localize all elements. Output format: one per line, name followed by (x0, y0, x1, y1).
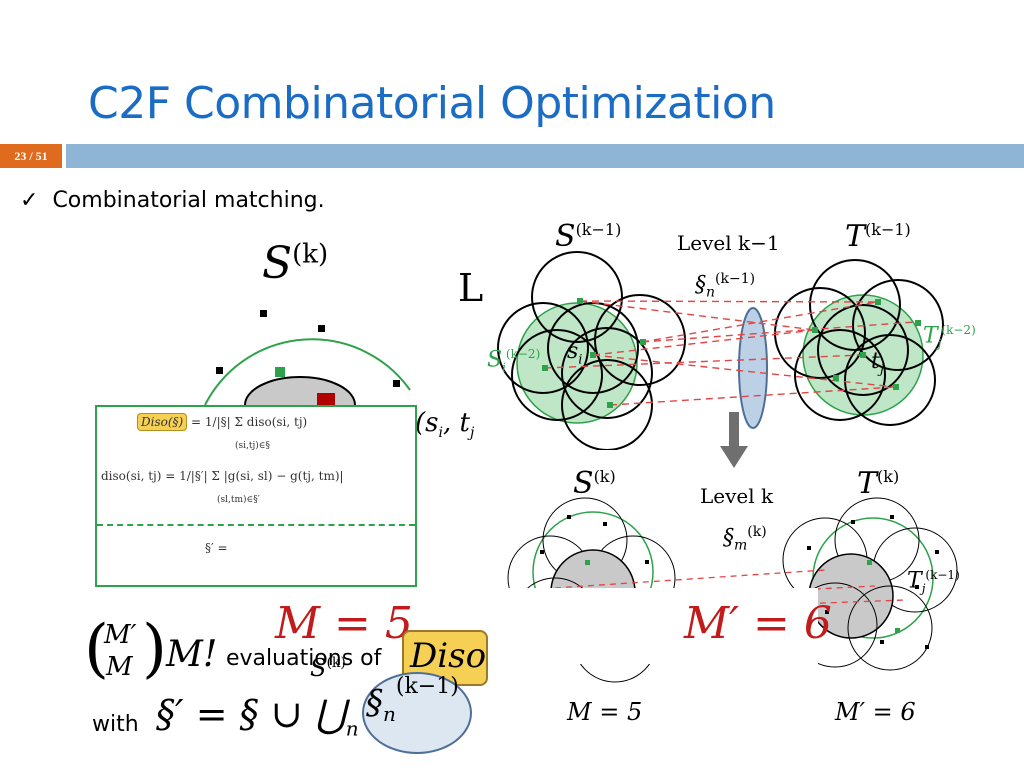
s-km2-label: Si(k−2) (487, 347, 541, 375)
t-km2-label: Tj(k−2) (923, 323, 976, 351)
t-km1-label: T(k−1) (845, 219, 911, 254)
mprime-equals-6-big: M′ = 6 (684, 598, 832, 649)
m-left-label: M = 5 (567, 698, 643, 726)
checkmark-icon: ✓ (20, 188, 39, 213)
t-km1-inner-label: Tj(k−1) (907, 568, 960, 596)
si-label: si (567, 339, 583, 368)
page-number-badge: 23 / 51 (0, 144, 62, 168)
formula-line-1: Diso(§) = 1/|§| Σ diso(si, tj) (137, 413, 308, 431)
level-k-label: Level k (700, 484, 774, 508)
down-arrow-icon (720, 412, 748, 468)
partial-letter: L (458, 266, 484, 310)
level-km1-shapes (497, 251, 944, 450)
binom-bottom: M (106, 652, 133, 682)
union-sigma-ellipse (362, 672, 472, 754)
s-k-label: S(k) (573, 466, 616, 501)
binom-left-paren: ( (84, 612, 109, 686)
level-km1-label: Level k−1 (677, 231, 780, 255)
title-underline-bar (66, 144, 1024, 168)
partial-pair-label: (si, tj (415, 408, 475, 442)
union-formula: with §′ = § ∪ ⋃n §n(k−1) (92, 672, 512, 762)
bullet-text: Combinatorial matching. (52, 188, 325, 213)
slide-title: C2F Combinatorial Optimization (88, 78, 776, 129)
formula-divider (97, 524, 415, 526)
formula-line-1-sub: (si,tj)∈§ (235, 441, 270, 451)
t-k-label: T(k) (857, 466, 900, 501)
factorial-term: M! (166, 634, 218, 675)
sigma-m-label: §m(k) (723, 524, 767, 554)
bullet-item: ✓ Combinatorial matching. (20, 188, 325, 213)
binom-right-paren: ) (142, 612, 167, 686)
m-right-label: M′ = 6 (835, 698, 916, 726)
small-s-k-label: S(k) (310, 654, 346, 682)
mprime-highlight-band (498, 588, 818, 664)
with-text: with (92, 712, 139, 737)
union-formula-main: §′ = § ∪ ⋃n (156, 692, 359, 741)
formula-line-3: §′ = (205, 541, 228, 555)
level-k-minus-1-diagram: S(k−1) Level k−1 T(k−1) §n(k−1) (485, 215, 1024, 450)
union-sigma-term: §n(k−1) (366, 674, 459, 727)
formula-line-2-sub: (sl,tm)∈§′ (217, 495, 260, 505)
evaluations-text: evaluations of (226, 646, 382, 671)
left-set-label: S(k) (262, 238, 329, 289)
s-km1-label: S(k−1) (555, 219, 622, 254)
binom-top: M′ (104, 620, 137, 650)
formula-box: Diso(§) = 1/|§| Σ diso(si, tj) (si,tj)∈§… (95, 405, 417, 587)
sigma-n-label: §n(k−1) (695, 271, 756, 301)
tj-label: tj (871, 349, 884, 378)
diso-chip: Diso(§) (137, 413, 188, 431)
formula-line-1-rest: = 1/|§| Σ diso(si, tj) (191, 415, 308, 429)
m-equals-5-big: M = 5 (275, 598, 413, 649)
formula-line-2: diso(si, tj) = 1/|§′| Σ |g(si, sl) − g(t… (101, 469, 344, 483)
